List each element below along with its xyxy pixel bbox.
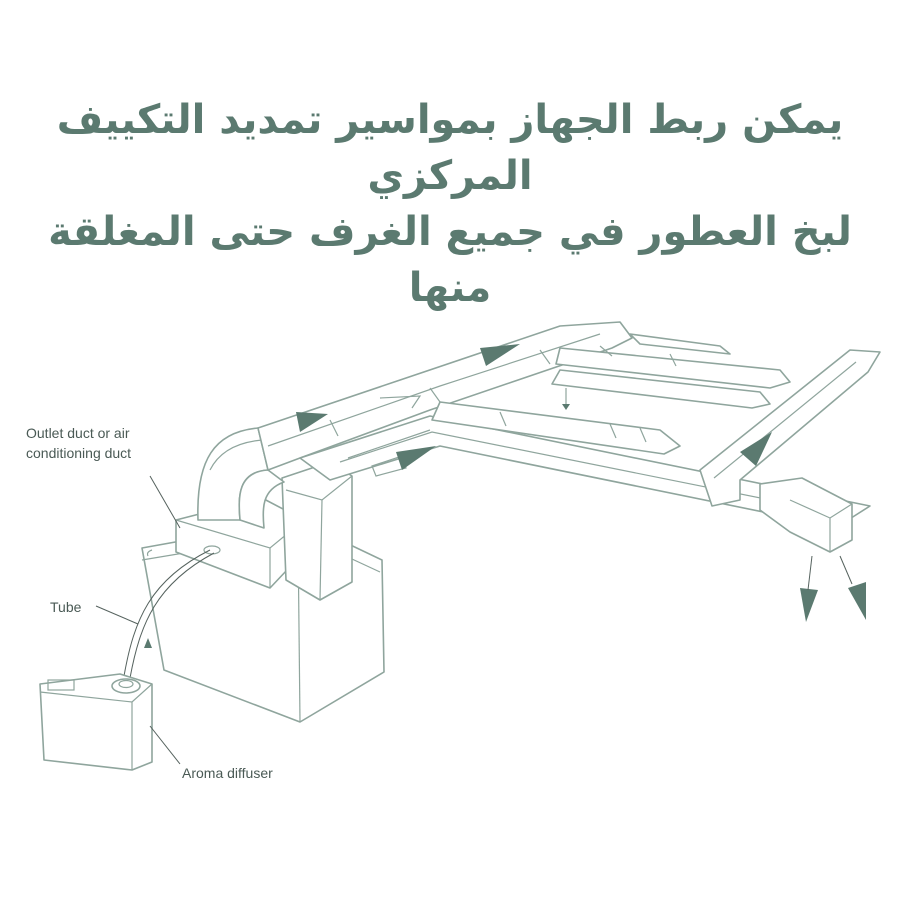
airflow-arrow-2 — [480, 344, 520, 366]
main-trunk-upper — [257, 321, 633, 471]
small-drop-arrow — [562, 404, 570, 410]
tube-flow-arrow — [144, 638, 152, 648]
headline-line-1: يمكن ربط الجهاز بمواسير تمديد التكييف ال… — [56, 97, 844, 199]
tube-line-b — [129, 552, 215, 679]
airflow-arrows — [144, 344, 866, 648]
tube-label: Tube — [50, 599, 82, 615]
aroma-diffuser-label: Aroma diffuser — [182, 765, 273, 781]
airflow-arrow-3 — [396, 446, 436, 470]
headline: يمكن ربط الجهاز بمواسير تمديد التكييف ال… — [0, 92, 900, 316]
aroma-leader — [149, 725, 181, 765]
airflow-arrow-4 — [740, 432, 772, 466]
tube-leader — [95, 605, 139, 625]
outlet-label-line-1: Outlet duct or air — [26, 425, 130, 441]
aroma-diffuser-device — [39, 673, 153, 771]
outlet-label-line-2: conditioning duct — [26, 445, 131, 461]
branch-ducts — [431, 333, 791, 455]
right-duct-run — [699, 349, 881, 553]
outlet-leader — [149, 475, 181, 529]
tube-line-a — [123, 549, 211, 677]
headline-line-2: لبخ العطور في جميع الغرف حتى المغلقة منه… — [48, 209, 852, 311]
airflow-arrow-out-2 — [848, 582, 866, 620]
airflow-arrow-out-1 — [800, 588, 818, 622]
riser-duct — [281, 461, 353, 601]
elbow-duct — [197, 427, 285, 529]
airflow-arrow-1 — [296, 412, 328, 432]
diffuser-display — [47, 679, 75, 691]
